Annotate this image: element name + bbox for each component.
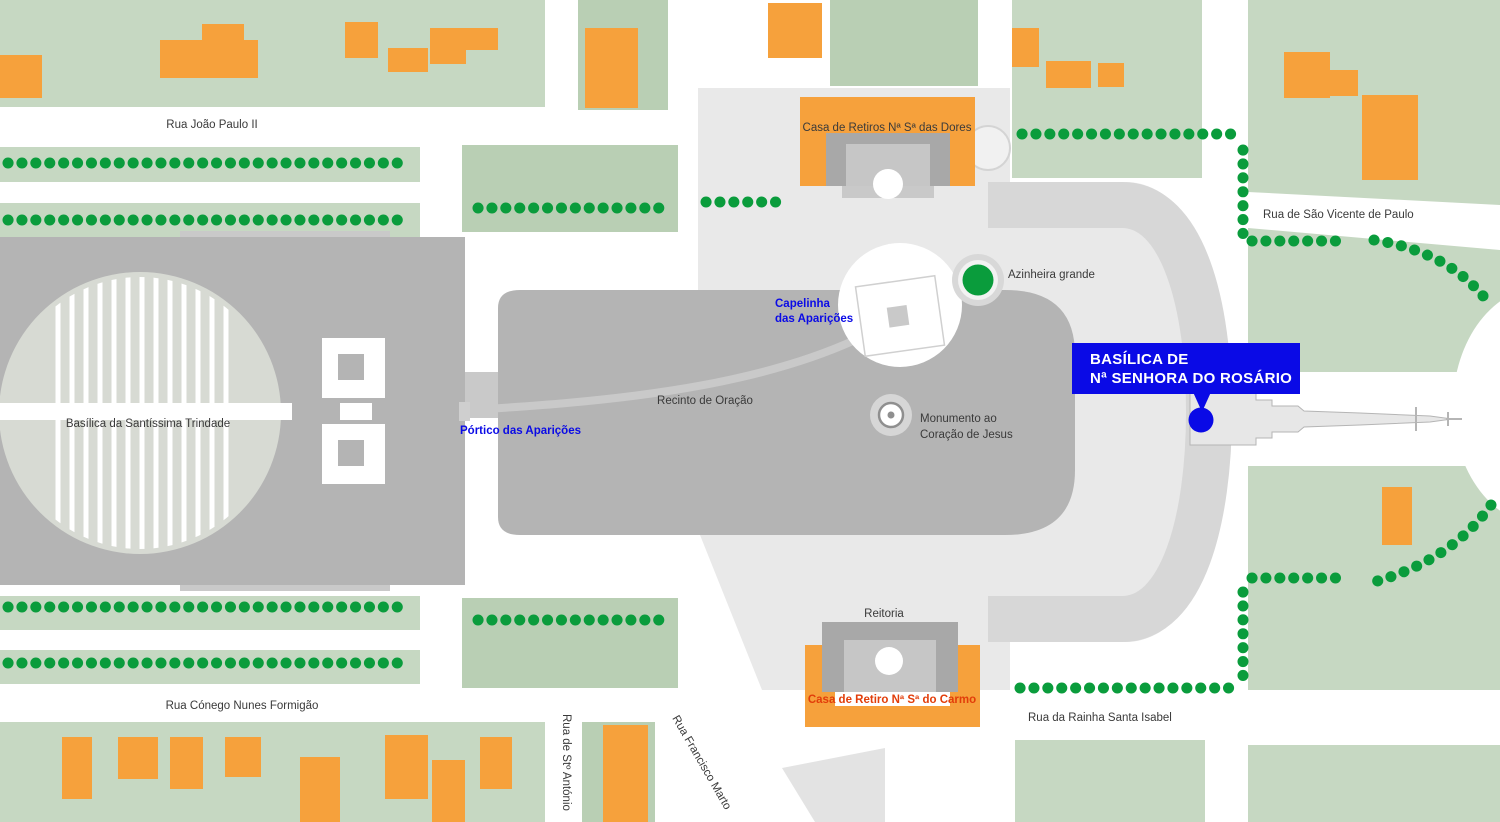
building [62, 737, 92, 799]
building [345, 22, 378, 58]
label-casa-carmo: Casa de Retiro Nª Sª do Carmo [808, 694, 976, 706]
building [1382, 487, 1412, 545]
tree-rows [2, 128, 1497, 694]
building [585, 28, 638, 108]
orange-buildings [0, 3, 1418, 822]
building [160, 40, 258, 78]
capelinha-core [886, 304, 910, 328]
monumento-coracao-jesus [870, 394, 912, 436]
tree-row [1368, 234, 1497, 312]
building [225, 737, 261, 777]
casa-dores-court-circle [873, 169, 903, 199]
highlight-dot[interactable] [1188, 407, 1214, 433]
basilica-rosario [1189, 392, 1462, 446]
building [430, 50, 466, 64]
building [480, 737, 512, 789]
place-labels: Basílica da Santíssima Trindade Recinto … [66, 122, 1095, 706]
label-portico: Pórtico das Aparições [460, 425, 581, 437]
label-recinto: Recinto de Oração [657, 395, 753, 407]
label-capelinha-line1: Capelinha [775, 298, 831, 310]
nave-axis [0, 403, 292, 420]
pavilion-core [338, 440, 364, 466]
casa-carmo-bar [805, 706, 980, 727]
green-block [1248, 745, 1500, 822]
pavilion-core [338, 354, 364, 380]
highlight-label-line1: BASÍLICA DE [1090, 351, 1189, 368]
highlight-label-line2: Nª SENHORA DO ROSÁRIO [1090, 370, 1292, 387]
building [1362, 95, 1418, 180]
label-capelinha-line2: das Aparições [775, 313, 853, 325]
portico-marker [459, 402, 470, 421]
building [1098, 63, 1124, 87]
highlight-pointer [1193, 392, 1211, 412]
highlight-label-box[interactable] [1072, 343, 1300, 394]
processional-path [469, 336, 857, 414]
building [603, 725, 648, 822]
diagonal-road [643, 688, 790, 822]
building [300, 757, 340, 822]
reitoria-court-circle [875, 647, 903, 675]
highlight-marker[interactable]: BASÍLICA DE Nª SENHORA DO ROSÁRIO [1072, 343, 1300, 433]
green-strip [0, 596, 420, 630]
green-block [462, 145, 678, 232]
casa-dores-bar [800, 97, 975, 133]
tree-row [1368, 499, 1497, 588]
label-monumento-line1: Monumento ao [920, 413, 997, 425]
azinheira-tree [962, 264, 994, 296]
casa-retiros-dores [800, 97, 975, 199]
building [1330, 70, 1358, 96]
green-block [1015, 740, 1205, 822]
roundabout-road [1453, 301, 1500, 511]
label-reitoria: Reitoria [864, 608, 904, 620]
label-basilica-trindade: Basílica da Santíssima Trindade [66, 418, 230, 430]
green-strip [0, 650, 420, 684]
building [430, 28, 498, 50]
deambulatory-area [988, 182, 1232, 642]
basilica-rosario-building [1189, 392, 1453, 446]
south-plaza-patch [782, 748, 885, 822]
street-label-conego: Rua Cónego Nunes Formigão [166, 700, 319, 712]
street-label-rainha: Rua da Rainha Santa Isabel [1028, 712, 1172, 724]
building [768, 3, 822, 58]
building [170, 737, 203, 789]
green-block [830, 0, 978, 86]
building [1046, 61, 1091, 88]
green-block [462, 598, 678, 688]
building [118, 737, 158, 779]
axis-link [340, 403, 372, 420]
building [1012, 28, 1039, 67]
label-casa-dores: Casa de Retiros Nª Sª das Dores [803, 122, 972, 134]
azinheira-grande [952, 254, 1004, 306]
green-block [1012, 0, 1202, 178]
building [432, 760, 465, 822]
basilica-trindade-complex [0, 231, 465, 591]
street-label-joao-paulo: Rua João Paulo II [166, 119, 257, 131]
building [0, 55, 42, 98]
building [388, 48, 428, 72]
green-strip [0, 147, 420, 182]
capelinha-das-aparicoes [838, 243, 962, 367]
building [202, 24, 244, 40]
building [1284, 52, 1330, 98]
label-monumento-line2: Coração de Jesus [920, 429, 1013, 441]
building [385, 735, 428, 799]
label-azinheira: Azinheira grande [1008, 269, 1095, 281]
reitoria-carmo-complex [805, 622, 980, 727]
monument-center [887, 411, 895, 419]
street-label-sao-vicente: Rua de São Vicente de Paulo [1263, 209, 1414, 221]
street-label-sto-antonio: Rua de Stº António [560, 714, 572, 811]
